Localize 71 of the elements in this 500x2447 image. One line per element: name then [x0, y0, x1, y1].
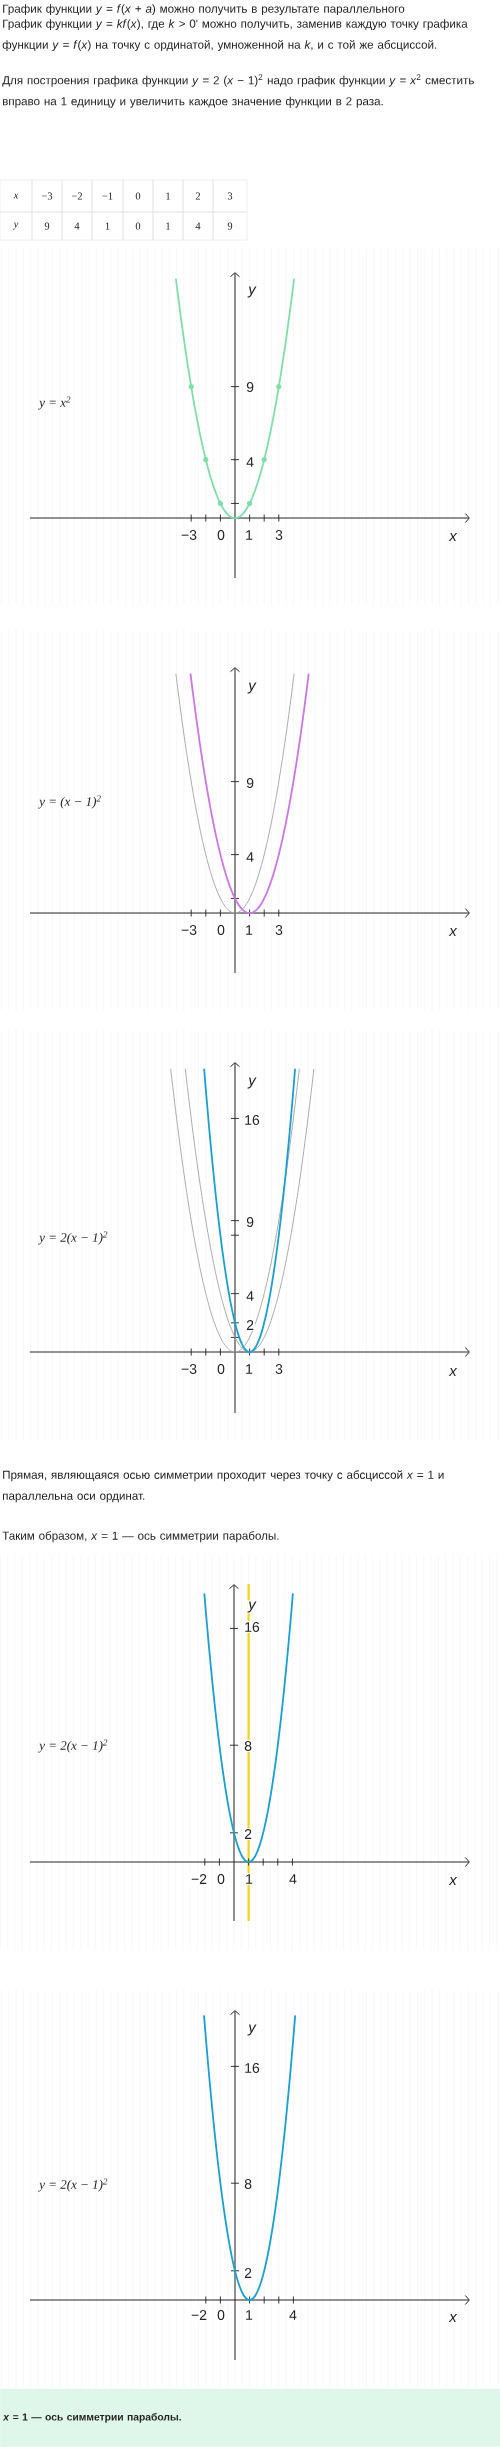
table-cell: x — [0, 179, 33, 213]
answer-band: x = 1 — ось симметрии параболы. — [0, 2388, 500, 2447]
tick-label: 8 — [243, 2178, 253, 2190]
tick-label: −2 — [190, 1873, 208, 1885]
tick-label: −3 — [180, 529, 198, 541]
paragraph: График функции y = f(x + a) можно получить в результате параллельного — [3, 4, 405, 16]
table-cell: −3 — [31, 179, 63, 213]
tick-label: 16 — [243, 1621, 261, 1633]
table-cell: 1 — [152, 211, 184, 241]
tick-label: 3 — [274, 1363, 284, 1375]
formula-label: y = x$^{2}$ — [38, 396, 71, 410]
table-cell: −1 — [91, 179, 124, 213]
axis-label: x — [448, 2313, 458, 2323]
tick-label: 16 — [243, 1114, 261, 1126]
tick-label: 4 — [245, 1290, 255, 1302]
tick-label: 4 — [245, 456, 255, 468]
tick-label: 8 — [243, 1740, 253, 1752]
axis-label: y — [247, 2023, 257, 2037]
axis-label: y — [247, 285, 257, 299]
table-cell: 9 — [31, 211, 63, 241]
tick-label: 1 — [244, 529, 254, 541]
tick-label: −2 — [190, 2309, 208, 2321]
tick-label: 4 — [245, 851, 255, 863]
table-cell: 9 — [212, 211, 248, 241]
tick-label: 9 — [245, 381, 255, 393]
tick-label: 0 — [216, 529, 226, 541]
tick-label: 0 — [216, 1873, 226, 1885]
paragraph: Для построения графика функции y = 2 (x − 1)$^{2}$ надо график функции y = x$^{2}$ сместить вправо на 1 единицу и увеличить каждое значение функции в 2 раза. — [2, 74, 474, 108]
tick-label: 0 — [216, 924, 226, 936]
axis-label: x — [448, 927, 458, 937]
tick-label: 3 — [274, 529, 284, 541]
paragraph: Прямая, являющаяся осью симметрии проходит через точку с абсциссой x = 1 и параллельна оси ординат. — [3, 1470, 444, 1503]
table-cell: 0 — [122, 179, 154, 213]
tick-label: 4 — [288, 1873, 298, 1885]
axis-label: x — [448, 1876, 458, 1886]
tick-label: −3 — [180, 924, 198, 936]
tick-label: 0 — [216, 1363, 226, 1375]
tick-label: 16 — [243, 2062, 261, 2074]
table-cell: y — [0, 211, 33, 241]
table-cell: 1 — [91, 211, 124, 241]
table-cell: 0 — [122, 211, 154, 241]
axis-label: x — [448, 1367, 458, 1377]
table-cell: −2 — [61, 179, 93, 213]
tick-label: 2 — [243, 1828, 253, 1840]
tick-label: 9 — [245, 777, 255, 789]
formula-label: y = 2(x − 1)$^{2}$ — [38, 2178, 108, 2192]
table-cell: 4 — [182, 211, 214, 241]
tick-label: 4 — [288, 2309, 298, 2321]
axis-label: x — [448, 532, 458, 542]
table-cell: 1 — [152, 179, 184, 213]
axis-label: y — [247, 681, 257, 695]
axis-label: y — [247, 1600, 257, 1614]
tick-label: 3 — [274, 924, 284, 936]
formula-label: y = (x − 1)$^{2}$ — [38, 795, 101, 809]
tick-label: 0 — [216, 2309, 226, 2321]
tick-label: −3 — [180, 1363, 198, 1375]
tick-label: 1 — [244, 1363, 254, 1375]
tick-label: 1 — [244, 1873, 254, 1885]
table-cell: 2 — [182, 179, 214, 213]
tick-label: 2 — [243, 2267, 253, 2279]
tick-label: 1 — [244, 2309, 254, 2321]
tick-label: 9 — [245, 1216, 255, 1228]
tick-label: 1 — [244, 924, 254, 936]
paragraph: График функции y = kf(x), где k > 0' можно получить, заменив каждую точку графика функции y = f(x) на точку с ординатой, умноженной на k, и с той же абсциссой. — [2, 19, 468, 52]
formula-label: y = 2(x − 1)$^{2}$ — [38, 1231, 108, 1245]
table-cell: 3 — [212, 179, 248, 213]
formula-label: y = 2(x − 1)$^{2}$ — [38, 1739, 108, 1753]
table-cell: 4 — [61, 211, 93, 241]
tick-label: 2 — [245, 1319, 255, 1331]
paragraph: Таким образом, x = 1 — ось симметрии параболы. — [2, 1531, 279, 1543]
axis-label: y — [247, 1076, 257, 1090]
